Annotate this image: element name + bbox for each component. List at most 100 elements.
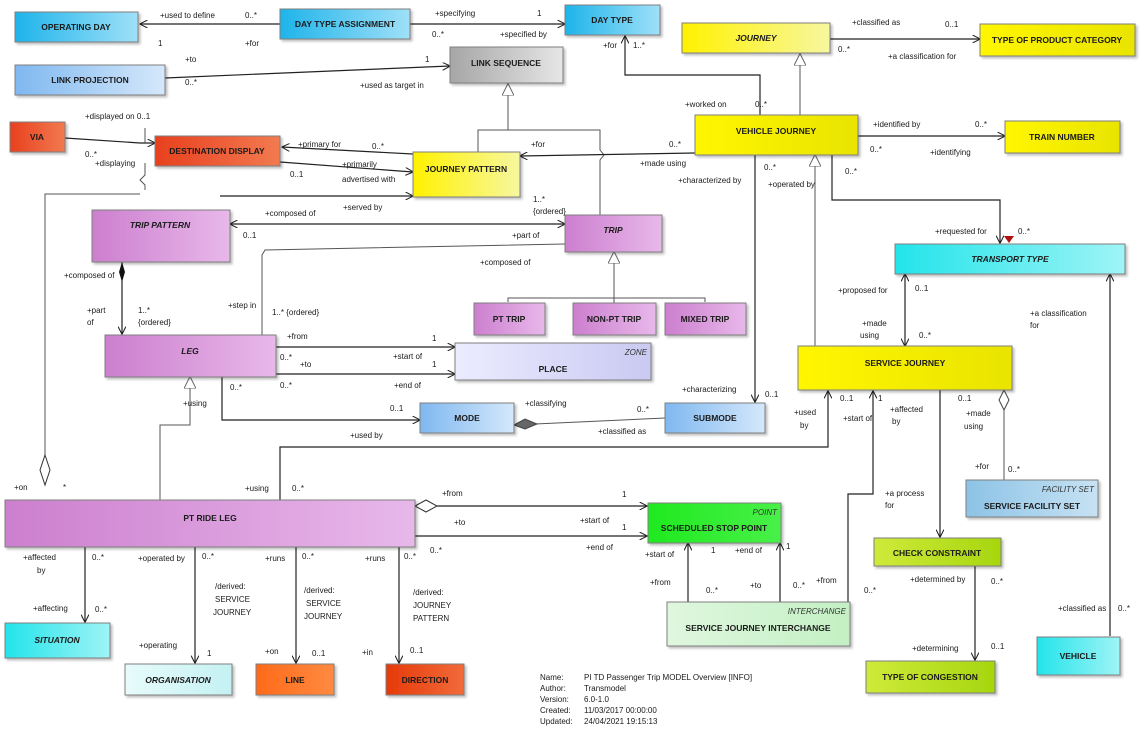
box-direction[interactable]: DIRECTION [385, 663, 465, 696]
box-trip[interactable]: TRIP [564, 214, 663, 253]
assoc-label-l091: for [885, 501, 895, 510]
assoc-label-l041: 1..* [533, 195, 545, 204]
assoc-label-l054: 1..* {ordered} [272, 308, 319, 317]
info-author-row: Author:Transmodel [540, 683, 752, 694]
assoc-label-l044: 0..1 [243, 231, 257, 240]
box-operating-day[interactable]: OPERATING DAY [14, 11, 139, 43]
assoc-label-l094: +using [245, 484, 269, 493]
class-label-interchange: SERVICE JOURNEY INTERCHANGE [685, 623, 830, 633]
assoc-label-l115: 0..* [991, 577, 1003, 586]
box-pt-trip[interactable]: PT TRIP [473, 302, 546, 336]
assoc-label-l053: +step in [228, 301, 256, 310]
assoc-label-l052: {ordered} [138, 318, 171, 327]
box-scheduled-stop-point[interactable]: POINT SCHEDULED STOP POINT [647, 502, 782, 544]
box-place[interactable]: ZONE PLACE [454, 342, 652, 381]
box-service-facility-set[interactable]: FACILITY SET SERVICE FACILITY SET [965, 479, 1099, 518]
assoc-label-l038: +characterized by [678, 176, 741, 185]
assoc-label-l130: SERVICE [215, 595, 250, 604]
box-vehicle-journey[interactable]: VEHICLE JOURNEY [694, 114, 859, 156]
assoc-label-l007: 0..* [432, 30, 444, 39]
assoc-label-l116: +determining [912, 644, 958, 653]
assoc-label-l081: 1 [878, 394, 883, 403]
gen-jp-link-seq [477, 84, 508, 152]
assoc-label-l050: of [87, 318, 94, 327]
box-type-of-congestion[interactable]: TYPE OF CONGESTION [865, 660, 996, 694]
class-label-trip-pattern: TRIP PATTERN [130, 220, 191, 230]
assoc-label-l141: /derived: [413, 588, 444, 597]
assoc-label-l089: 0..* [1008, 465, 1020, 474]
class-label-operating-day: OPERATING DAY [41, 22, 111, 32]
box-day-type[interactable]: DAY TYPE [564, 4, 661, 36]
box-service-journey-interchange[interactable]: INTERCHANGE SERVICE JOURNEY INTERCHANGE [666, 601, 851, 647]
assoc-label-l021: +displaying [95, 159, 135, 168]
assoc-label-l103: 0..* [430, 546, 442, 555]
box-submode[interactable]: SUBMODE [664, 402, 766, 434]
assoc-label-l004: +for [245, 39, 259, 48]
assoc-label-l031: +worked on [685, 100, 727, 109]
box-line[interactable]: LINE [255, 663, 335, 696]
assoc-label-l048: +composed of [64, 271, 115, 280]
agg-mode-submode [534, 417, 666, 425]
info-version-key: Version: [540, 695, 569, 704]
assoc-label-l088: +for [975, 462, 989, 471]
box-non-pt-trip[interactable]: NON-PT TRIP [572, 302, 657, 336]
assoc-label-l100: 1 [622, 523, 627, 532]
assoc-label-l075: +classified as [598, 427, 646, 436]
box-pt-ride-leg[interactable]: PT RIDE LEG [4, 499, 416, 548]
box-link-projection[interactable]: LINK PROJECTION [14, 64, 166, 96]
assoc-label-l010: 1..* [633, 41, 645, 50]
box-day-type-assignment[interactable]: DAY TYPE ASSIGNMENT [279, 8, 411, 40]
box-type-of-product-category[interactable]: TYPE OF PRODUCT CATEGORY [979, 23, 1136, 57]
assoc-label-l058: using [860, 331, 879, 340]
assoc-label-l113: 0..* [864, 586, 876, 595]
info-name: PI TD Passenger Trip MODEL Overview [INF… [584, 673, 753, 682]
comp-tp-leg-diamond [119, 262, 125, 282]
assoc-label-l137: +on [265, 647, 279, 656]
assoc-label-l011: +classified as [852, 18, 900, 27]
info-name-row: Name:PI TD Passenger Trip MODEL Overview… [540, 672, 752, 683]
assoc-label-l121: by [37, 566, 45, 575]
box-mixed-trip[interactable]: MIXED TRIP [664, 302, 747, 336]
box-service-journey[interactable]: SERVICE JOURNEY [797, 345, 1013, 391]
assoc-label-l117: 0..1 [991, 642, 1005, 651]
info-version-row: Version:6.0-1.0 [540, 694, 752, 705]
box-journey[interactable]: JOURNEY [681, 22, 831, 54]
class-label-day-type: DAY TYPE [591, 15, 633, 25]
assoc-label-l059: 0..* [919, 331, 931, 340]
assoc-label-l127: +operating [139, 641, 177, 650]
class-label-type-of-product-category: TYPE OF PRODUCT CATEGORY [992, 35, 1123, 45]
assoc-label-l132: +runs [265, 554, 285, 563]
box-via[interactable]: VIA [9, 121, 66, 153]
class-label-situation: SITUATION [34, 635, 80, 645]
assoc-label-l122: 0..* [92, 553, 104, 562]
box-leg[interactable]: LEG [104, 334, 277, 378]
box-train-number[interactable]: TRAIN NUMBER [1004, 120, 1121, 154]
assoc-label-l061: for [1030, 321, 1040, 330]
box-mode[interactable]: MODE [419, 402, 515, 434]
box-check-constraint[interactable]: CHECK CONSTRAINT [873, 537, 1002, 567]
assoc-label-l083: +affected [890, 405, 923, 414]
assoc-label-l045: +part of [512, 231, 540, 240]
box-journey-pattern[interactable]: JOURNEY PATTERN [412, 151, 521, 198]
box-link-sequence[interactable]: LINK SEQUENCE [449, 46, 564, 84]
assoc-label-l079: by [800, 421, 808, 430]
class-label-ssp-stereo: POINT [753, 508, 779, 517]
box-organisation[interactable]: ORGANISATION [124, 663, 233, 696]
assoc-label-l027: +served by [343, 203, 382, 212]
box-transport-type[interactable]: TRANSPORT TYPE [894, 243, 1126, 275]
box-situation[interactable]: SITUATION [4, 622, 111, 659]
assoc-label-l056: 0..1 [915, 284, 929, 293]
assoc-label-l001: +used to define [160, 11, 215, 20]
class-label-check-constraint: CHECK CONSTRAINT [893, 548, 982, 558]
class-label-leg: LEG [181, 346, 199, 356]
box-trip-pattern[interactable]: TRIP PATTERN [91, 209, 231, 263]
info-author-key: Author: [540, 684, 566, 693]
assoc-dd-trip [139, 128, 146, 190]
box-destination-display[interactable]: DESTINATION DISPLAY [154, 135, 281, 167]
diamond-mode-submode [512, 418, 539, 430]
assoc-label-l070: +characterizing [682, 385, 736, 394]
box-vehicle[interactable]: VEHICLE [1036, 636, 1121, 676]
assoc-label-l114: +determined by [910, 575, 965, 584]
assoc-label-l107: 1 [786, 542, 791, 551]
